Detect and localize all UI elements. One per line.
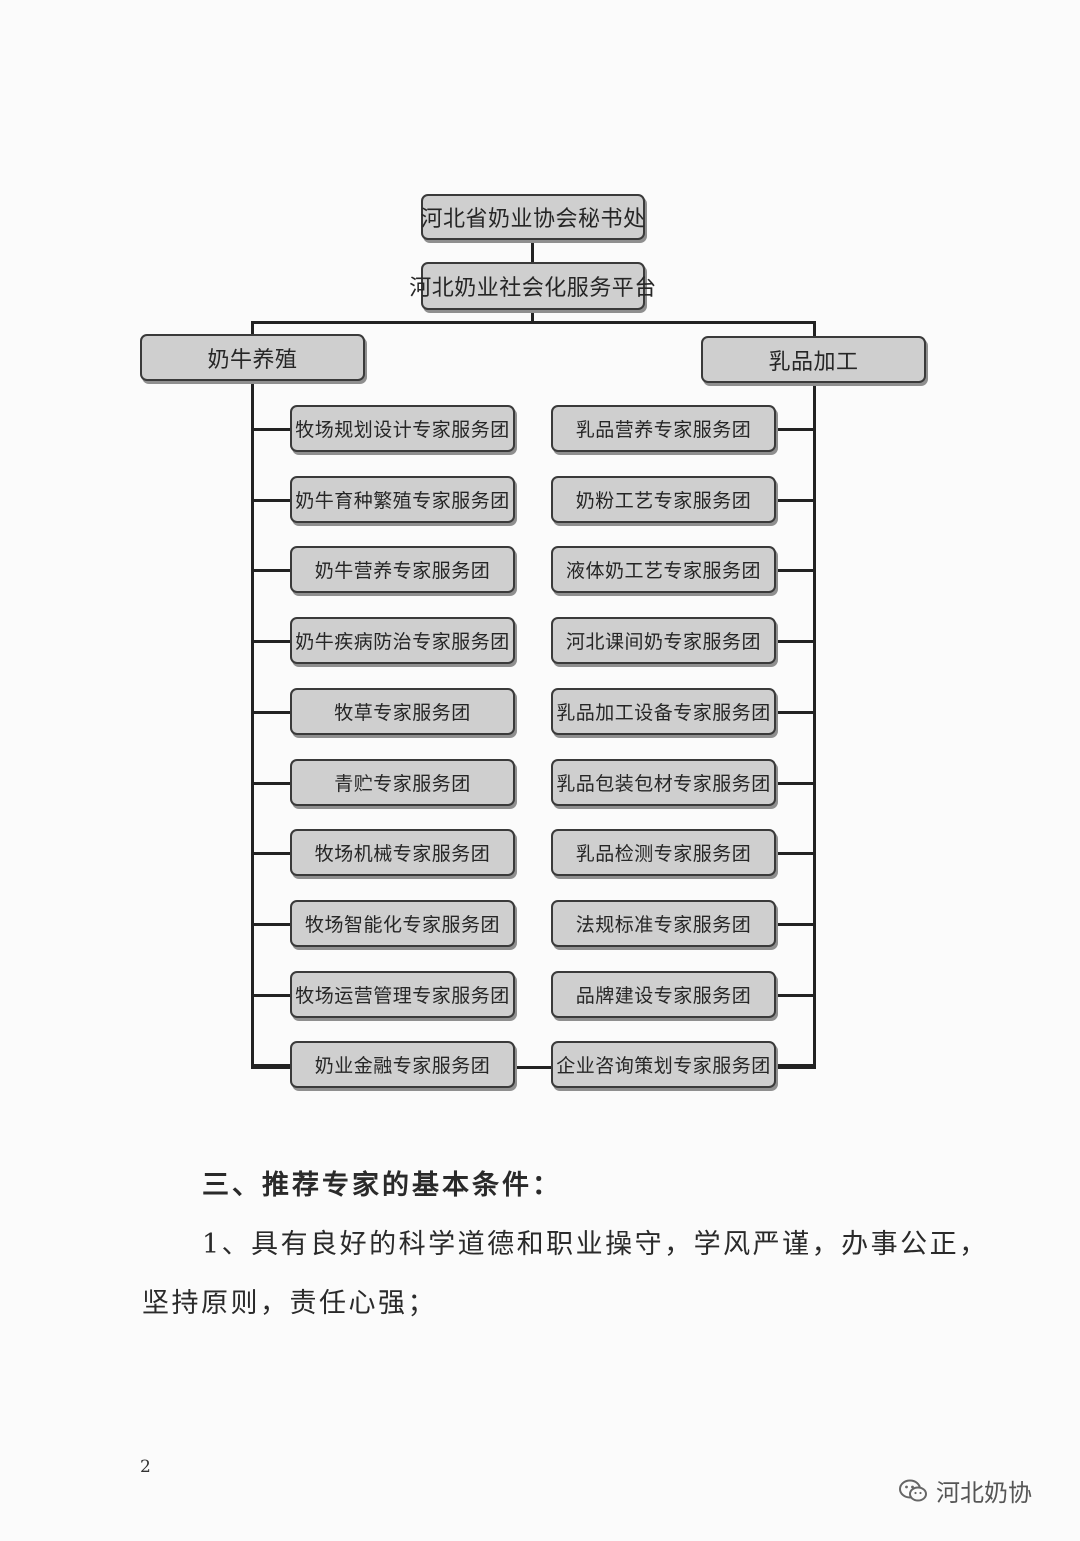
paragraph-line-2: 坚持原则，责任心强；	[142, 1288, 437, 1319]
branch-dairy-farming: 奶牛养殖	[140, 334, 365, 381]
service-team-left: 青贮专家服务团	[290, 759, 515, 806]
connector-left-item	[252, 993, 290, 997]
connector-left-item	[252, 781, 290, 785]
connector-platform-down	[531, 309, 534, 323]
service-team-left: 奶业金融专家服务团	[290, 1041, 515, 1088]
connector-bottom-horizontal	[251, 1066, 816, 1069]
service-team-right: 乳品加工设备专家服务团	[551, 688, 776, 735]
connector-left-item	[252, 922, 290, 926]
connector-right-item	[776, 639, 815, 643]
service-team-right: 液体奶工艺专家服务团	[551, 546, 776, 593]
service-team-right: 乳品检测专家服务团	[551, 829, 776, 876]
connector-right-item	[776, 1063, 815, 1067]
connector-left-vertical	[251, 321, 254, 1068]
service-team-left: 牧场规划设计专家服务团	[290, 405, 515, 452]
service-team-left: 牧场智能化专家服务团	[290, 900, 515, 947]
connector-right-item	[776, 922, 815, 926]
service-team-right: 法规标准专家服务团	[551, 900, 776, 947]
service-team-right: 奶粉工艺专家服务团	[551, 476, 776, 523]
connector-left-item	[252, 427, 290, 431]
connector-right-item	[776, 781, 815, 785]
connector-top-to-platform	[531, 239, 534, 265]
wechat-icon	[899, 1479, 927, 1501]
connector-right-item	[776, 568, 815, 572]
service-team-right: 企业咨询策划专家服务团	[551, 1041, 776, 1088]
connector-left-item	[252, 568, 290, 572]
connector-left-item	[252, 851, 290, 855]
section-heading: 三、推荐专家的基本条件：	[202, 1170, 562, 1201]
connector-left-item	[252, 498, 290, 502]
service-team-right: 河北课间奶专家服务团	[551, 617, 776, 664]
page-number: 2	[140, 1457, 151, 1477]
connector-left-item	[252, 639, 290, 643]
connector-right-item	[776, 498, 815, 502]
connector-left-item	[252, 710, 290, 714]
watermark: 河北奶协	[898, 1473, 1032, 1508]
service-team-left: 牧场运营管理专家服务团	[290, 971, 515, 1018]
paragraph-line-1: 1、具有良好的科学道德和职业操守，学风严谨，办事公正，	[202, 1229, 989, 1260]
service-team-left: 牧场机械专家服务团	[290, 829, 515, 876]
service-team-left: 奶牛疾病防治专家服务团	[290, 617, 515, 664]
branch-dairy-processing: 乳品加工	[701, 336, 926, 383]
connector-right-item	[776, 851, 815, 855]
org-platform-box: 河北奶业社会化服务平台	[409, 262, 656, 310]
service-team-right: 乳品包装包材专家服务团	[551, 759, 776, 806]
connector-left-item	[252, 1063, 290, 1067]
connector-horizontal-top	[251, 321, 816, 324]
service-team-right: 品牌建设专家服务团	[551, 971, 776, 1018]
org-top-box: 河北省奶业协会秘书处	[421, 194, 645, 240]
service-team-right: 乳品营养专家服务团	[551, 405, 776, 452]
connector-right-vertical	[813, 321, 816, 1068]
service-team-left: 牧草专家服务团	[290, 688, 515, 735]
connector-right-item	[776, 993, 815, 997]
connector-right-item	[776, 427, 815, 431]
watermark-text: 河北奶协	[936, 1479, 1032, 1507]
service-team-left: 奶牛营养专家服务团	[290, 546, 515, 593]
service-team-left: 奶牛育种繁殖专家服务团	[290, 476, 515, 523]
connector-right-item	[776, 710, 815, 714]
